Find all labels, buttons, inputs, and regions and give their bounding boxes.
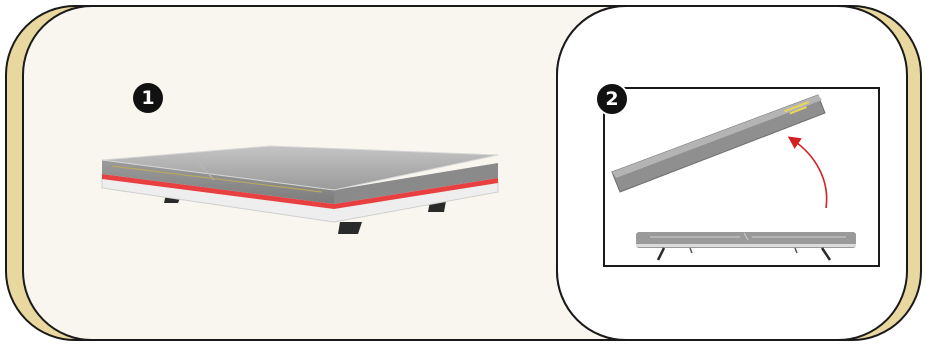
mattress-seam <box>189 152 215 181</box>
lifted-panel <box>611 94 826 193</box>
lift-arrow <box>787 136 828 209</box>
base-leg <box>656 247 666 261</box>
base-trim <box>636 244 856 247</box>
mattress-right-side <box>334 163 498 204</box>
step-2-badge: 2 <box>595 82 629 116</box>
base-seam <box>743 232 749 241</box>
base-leg <box>689 247 693 254</box>
base-leg <box>820 247 832 261</box>
step-1-badge: 1 <box>133 83 163 113</box>
lifted-panel-top-edge <box>612 95 822 178</box>
mattress-front-side <box>102 160 334 204</box>
gold-piping <box>111 165 323 193</box>
base-leg <box>794 247 798 254</box>
mattress-top <box>101 145 499 191</box>
panel-label-graphic <box>784 101 810 115</box>
bed-leg <box>338 222 362 234</box>
red-accent-strip <box>102 174 498 209</box>
